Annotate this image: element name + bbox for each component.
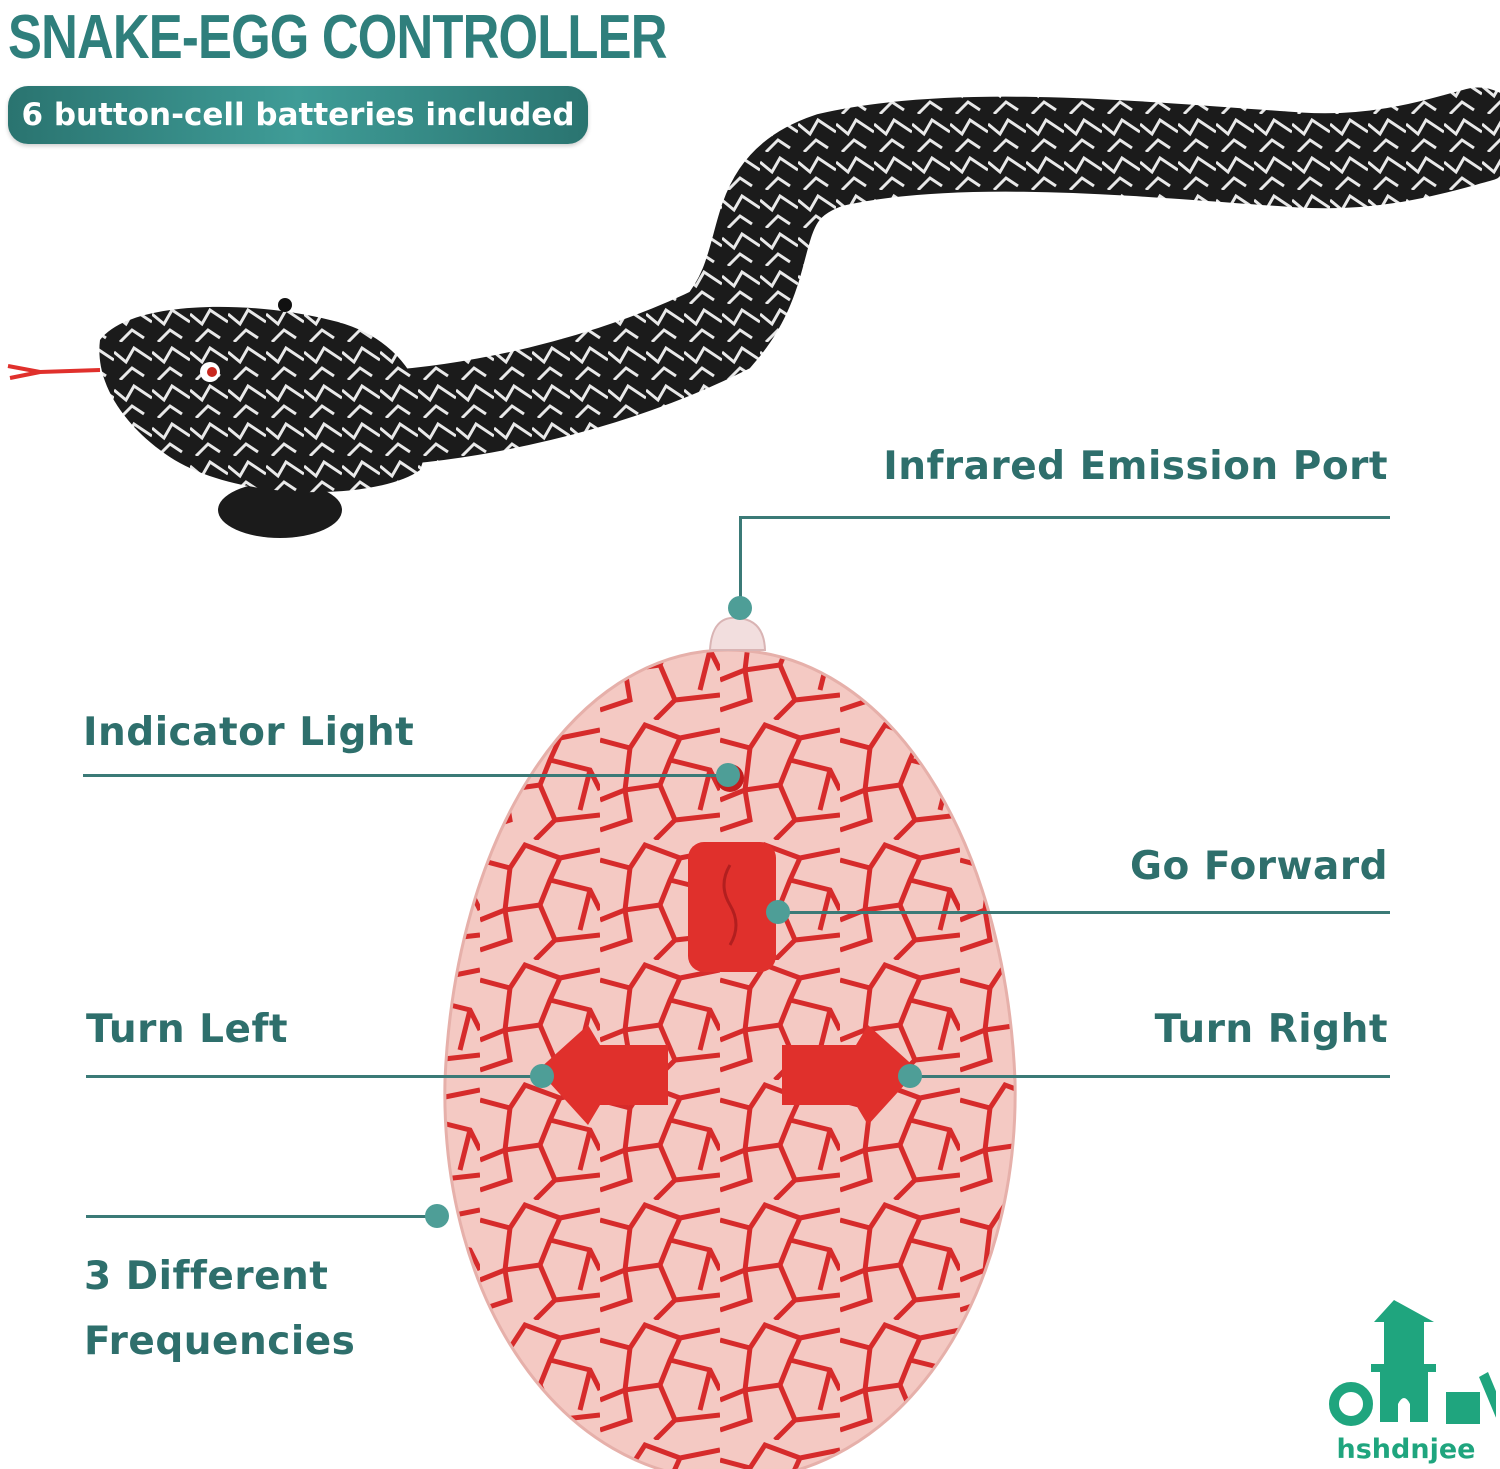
callout-line bbox=[740, 516, 1390, 519]
infrared-port-icon bbox=[708, 616, 767, 651]
label-turn-right: Turn Right bbox=[1154, 1007, 1388, 1052]
callout-dot bbox=[728, 596, 752, 620]
callout-line bbox=[910, 1075, 1390, 1078]
brand-logo: hshdnjee bbox=[1316, 1292, 1500, 1467]
battery-badge-text: 6 button-cell batteries included bbox=[21, 97, 575, 133]
callout-line bbox=[83, 774, 728, 777]
snake-toy bbox=[7, 87, 1500, 538]
callout-dot bbox=[898, 1064, 922, 1088]
right-button-icon bbox=[782, 1025, 918, 1125]
label-indicator-light: Indicator Light bbox=[83, 710, 415, 755]
callout-line bbox=[778, 911, 1390, 914]
callout-dot bbox=[766, 900, 790, 924]
callout-line bbox=[86, 1075, 542, 1078]
label-infrared-port: Infrared Emission Port bbox=[883, 444, 1388, 489]
label-go-forward: Go Forward bbox=[1130, 844, 1388, 889]
egg-controller bbox=[443, 616, 1017, 1469]
battery-badge: 6 button-cell batteries included bbox=[8, 86, 588, 144]
callout-line bbox=[86, 1215, 437, 1218]
callout-line bbox=[739, 516, 742, 608]
castle-logo-icon bbox=[1329, 1300, 1500, 1426]
brand-name: hshdnjee bbox=[1336, 1434, 1476, 1465]
page-title: SNAKE-EGG CONTROLLER bbox=[8, 3, 667, 72]
callout-dot bbox=[716, 763, 740, 787]
left-button-icon bbox=[538, 1025, 668, 1125]
label-frequencies-1: 3 Different bbox=[84, 1254, 329, 1299]
label-frequencies-2: Frequencies bbox=[84, 1319, 356, 1364]
label-turn-left: Turn Left bbox=[86, 1007, 289, 1052]
callout-dot bbox=[530, 1064, 554, 1088]
callout-dot bbox=[425, 1204, 449, 1228]
